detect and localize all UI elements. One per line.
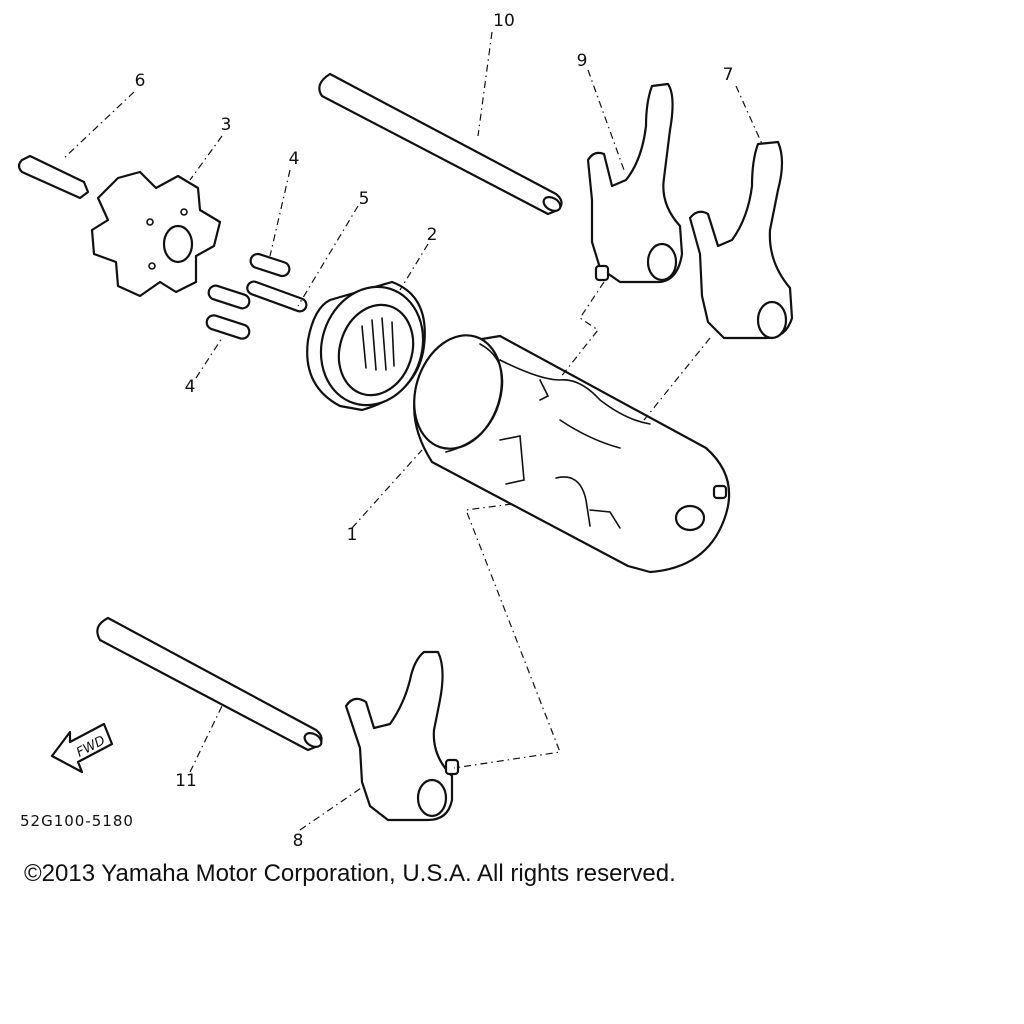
bearing: [306, 280, 426, 412]
callout-10: 10: [493, 11, 515, 31]
callout-9: 9: [577, 51, 588, 71]
dowel-pin-upper: [249, 252, 291, 278]
segment-plate: [90, 170, 222, 298]
callout-4-upper: 4: [289, 149, 300, 169]
dowel-pin-lower: [205, 314, 251, 340]
guide-bar-upper: [318, 72, 563, 216]
callout-6: 6: [135, 71, 146, 91]
leader-lines: [61, 31, 763, 831]
callout-4-lower: 4: [185, 377, 196, 397]
callout-8: 8: [293, 831, 304, 851]
callout-7: 7: [723, 65, 734, 85]
guide-bar-lower: [96, 616, 323, 752]
forward-arrow-icon: FWD: [50, 722, 114, 774]
callout-1: 1: [347, 525, 358, 545]
shift-cam: [413, 334, 731, 574]
callout-2: 2: [427, 225, 438, 245]
callout-3: 3: [221, 115, 232, 135]
shift-fork-lower: [344, 650, 460, 822]
callout-5: 5: [359, 189, 370, 209]
diagram-code: 52G100-5180: [20, 812, 134, 830]
pin: [246, 280, 308, 313]
dowel-pin-mid: [207, 284, 251, 310]
shift-fork-upper: [586, 82, 684, 284]
shift-fork-right: [688, 140, 794, 340]
screw: [17, 154, 90, 200]
callout-11: 11: [175, 771, 197, 791]
copyright-notice: ©2013 Yamaha Motor Corporation, U.S.A. A…: [24, 860, 676, 887]
